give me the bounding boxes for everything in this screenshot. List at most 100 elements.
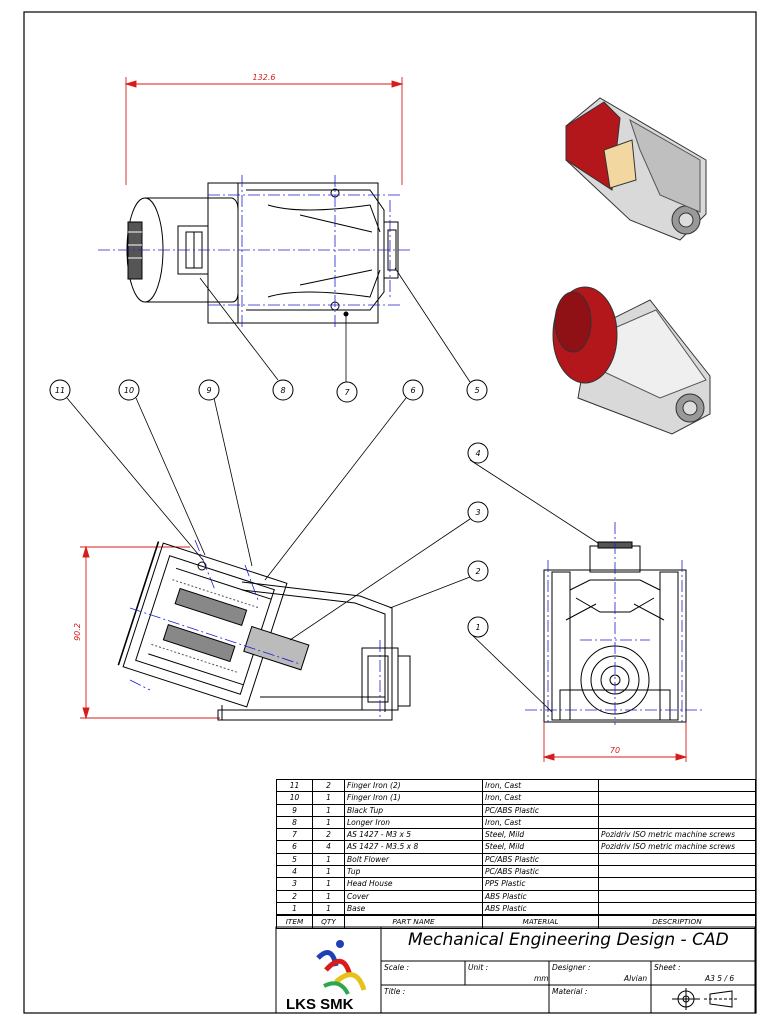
balloon-label: 3 [475,508,480,517]
balloon-11: 11 [49,379,71,401]
bom-header-row: ITEM QTY PART NAME MATERIAL DESCRIPTION [276,914,756,929]
bom-header-part: PART NAME [344,914,483,929]
balloon-9: 9 [198,379,220,401]
bom-qty: 2 [312,778,345,793]
unit-value: mm [534,974,549,983]
bom-part: Base [344,901,483,916]
bom-material: PC/ABS Plastic [482,852,599,867]
bom-part: AS 1427 - M3.5 x 8 [344,840,483,854]
bom-item: 1 [276,901,313,916]
balloon-2: 2 [467,560,489,582]
balloon-label: 1 [475,623,480,632]
bom-row: 2 1 Cover ABS Plastic [276,889,756,903]
bom-part: Black Tup [344,803,483,817]
bom-row: 4 1 Tup PC/ABS Plastic [276,865,756,879]
balloon-label: 7 [344,388,350,397]
bom-part: AS 1427 - M3 x 5 [344,828,483,842]
bom-qty: 1 [312,877,345,891]
balloon-label: 9 [206,386,211,395]
drawing-title: Mechanical Engineering Design - CAD [408,930,729,950]
dimension-top-width [124,77,404,185]
bom-description [598,901,756,916]
bom-header-item: ITEM [276,914,313,929]
dimension-right-width [542,722,688,762]
bom-description [598,815,756,830]
bom-material: Iron, Cast [482,778,599,793]
logo-text: LKS SMK [286,996,354,1013]
balloon-8: 8 [272,379,294,401]
bill-of-materials: 11 2 Finger Iron (2) Iron, Cast 10 1 Fin… [276,778,756,929]
bom-row: 6 4 AS 1427 - M3.5 x 8 Steel, Mild Pozid… [276,840,756,854]
bom-part: Finger Iron (1) [344,791,483,805]
bom-item: 2 [276,889,313,903]
bom-part: Longer Iron [344,815,483,830]
bom-row: 7 2 AS 1427 - M3 x 5 Steel, Mild Pozidri… [276,828,756,842]
bom-material: Steel, Mild [482,840,599,854]
bom-description [598,803,756,817]
balloon-1: 1 [467,616,489,638]
bom-row: 5 1 Bolt Flower PC/ABS Plastic [276,852,756,867]
front-view [525,522,705,762]
bom-material: ABS Plastic [482,889,599,903]
bom-part: Bolt Flower [344,852,483,867]
projection-symbol-icon [672,988,738,1010]
sheet-label: Sheet : [654,963,681,972]
balloon-label: 11 [55,386,65,395]
balloon-7: 7 [336,381,358,403]
bom-item: 8 [276,815,313,830]
designer-label: Designer : [552,963,591,972]
bom-item: 5 [276,852,313,867]
dimension-text-left: 90.2 [73,623,82,641]
bom-description [598,852,756,867]
bom-header-qty: QTY [312,914,345,929]
bom-description [598,791,756,805]
bom-material: Steel, Mild [482,828,599,842]
title-label: Title : [384,987,406,996]
bom-qty: 1 [312,791,345,805]
balloon-5: 5 [466,379,488,401]
unit-label: Unit : [468,963,489,972]
leader-lines [66,267,599,713]
dimension-text-right: 70 [610,746,620,755]
bom-item: 4 [276,865,313,879]
bom-item: 10 [276,791,313,805]
balloon-3: 3 [467,501,489,523]
render-assembly-iso [552,286,711,435]
bom-row: 10 1 Finger Iron (1) Iron, Cast [276,791,756,805]
render-section-iso [565,97,707,241]
dimension-text-top: 132.6 [253,73,276,82]
bom-header-description: DESCRIPTION [598,914,756,929]
school-logo-icon [316,940,367,995]
bom-part: Tup [344,865,483,879]
bom-qty: 1 [312,852,345,867]
bom-description [598,877,756,891]
bom-material: Iron, Cast [482,815,599,830]
bom-qty: 1 [312,803,345,817]
balloon-label: 4 [475,449,480,458]
balloon-10: 10 [118,379,140,401]
bom-row: 1 1 Base ABS Plastic [276,901,756,916]
bom-description: Pozidriv ISO metric machine screws [598,840,756,854]
bom-material: PC/ABS Plastic [482,803,599,817]
bom-part: Cover [344,889,483,903]
bom-material: ABS Plastic [482,901,599,916]
bom-description: Pozidriv ISO metric machine screws [598,828,756,842]
top-view [98,77,412,330]
sheet-value: A3 5 / 6 [705,974,735,983]
section-view [80,539,411,721]
scale-label: Scale : [384,963,410,972]
bom-header-material: MATERIAL [482,914,599,929]
bom-qty: 1 [312,889,345,903]
bom-item: 3 [276,877,313,891]
bom-qty: 1 [312,815,345,830]
bom-row: 3 1 Head House PPS Plastic [276,877,756,891]
bom-part: Head House [344,877,483,891]
balloon-label: 2 [475,567,480,576]
balloon-label: 8 [280,386,285,395]
balloon-4: 4 [467,442,489,464]
bom-item: 6 [276,840,313,854]
bom-item: 11 [276,778,313,793]
bom-part: Finger Iron (2) [344,778,483,793]
material-label: Material : [552,987,588,996]
bom-description [598,889,756,903]
